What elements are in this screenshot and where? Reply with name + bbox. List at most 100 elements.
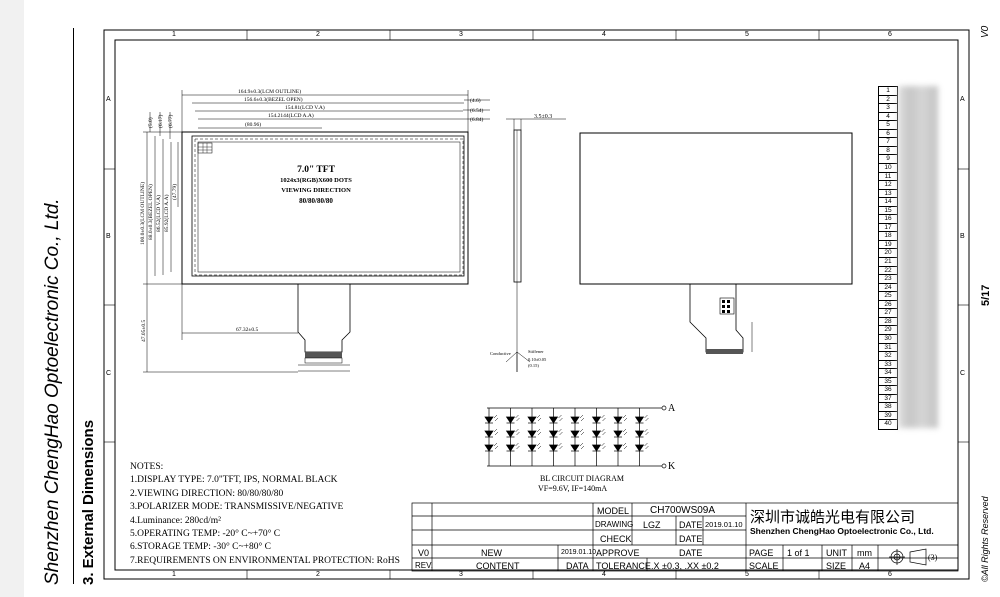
note-3: 3.POLARIZER MODE: TRANSMISSIVE/NEGATIVE [130,502,344,513]
resolution: 1024x3(RGB)X600 DOTS [280,177,352,184]
led-diode-icon [505,416,516,424]
left-separator [73,28,74,584]
drawing-date: 2019.01.10 [705,520,743,529]
pin-number: 18 [878,231,898,241]
dim-center-height: (47.79) [171,184,178,200]
company-name-en: Shenzhen ChengHao Optoelectronic Co., Lt… [750,526,934,536]
pin-number: 7 [878,137,898,147]
display-size: 7.0" TFT [297,165,335,175]
pin-number: 40 [878,419,898,430]
model-label: MODEL [597,506,630,516]
model-value: CH700WS09A [650,505,716,516]
dim-right-2: (6.54) [470,107,483,114]
viewing-direction-value: 80/80/80/80 [299,197,333,205]
grid-ticks [104,30,969,579]
rev-label: REV. [415,561,433,570]
page-value: 1 of 1 [787,548,810,558]
svg-text:Conductive: Conductive [490,351,511,356]
pin-number: 29 [878,325,898,335]
svg-text:(6.17): (6.17) [157,115,164,128]
col-label-6: 6 [888,31,892,38]
led-diode-icon [570,430,580,438]
pin-number: 22 [878,265,898,276]
pin-number: 21 [878,257,898,267]
left-margin [0,0,24,597]
pin-number: 12 [878,180,898,190]
pin-number: 30 [878,333,898,344]
led-diode-icon [527,416,537,424]
dim-bezel-open-width: 156.6±0.3(BEZEL OPEN) [244,96,303,103]
pixel-marker [197,142,213,154]
note-5: 5.OPERATING TEMP: -20° C~+70° C [130,529,281,540]
pin-number: 32 [878,351,898,361]
pin-number: 33 [878,359,898,370]
circuit-spec: VF=9.6V, IF=140mA [538,484,607,493]
fpc-contacts [305,352,342,358]
led-diode-icon [613,444,623,452]
cathode-label: K [668,461,676,472]
drawing-value: LGZ [643,520,661,530]
lcm-outline [181,131,469,285]
pin-number: 1 [878,86,898,96]
thickness-dim: 3.5±0.3 [534,114,552,120]
led-diode-icon [570,444,580,452]
pin-number: 9 [878,154,898,164]
pin-number: 20 [878,248,898,258]
dim-lcd-aa-width: 154.2144(LCD A.A) [268,112,314,119]
note-2: 2.VIEWING DIRECTION: 80/80/80/80 [130,488,284,499]
bl-circuit [484,405,667,469]
led-diode-icon [505,430,516,438]
dim-right-3: (6.84) [470,116,483,123]
note-4: 4.Luminance: 280cd/m² [130,515,221,526]
side-view: 3.5±0.3 Conductive Stiffener 0.10±0.05 (… [490,114,566,372]
note-7: 7.REQUIREMENTS ON ENVIRONMENTAL PROTECTI… [130,555,400,566]
dim-lcm-outline-height: 100.0±0.3(LCM OUTLINE) [139,182,146,245]
col-label-5: 5 [745,31,749,38]
led-diode-icon [634,430,645,438]
led-diode-icon [591,416,602,424]
led-diode-icon [484,416,494,424]
row-label-c: C [106,370,112,377]
title-block-frame [411,502,959,572]
led-diode-icon [527,430,537,438]
pin-number: 26 [878,299,898,310]
pin-number: 31 [878,342,898,352]
led-diode-icon [548,430,559,438]
led-diode-icon [484,430,494,438]
led-diode-icon [484,444,494,452]
pin-number: 2 [878,94,898,105]
note-1: 1.DISPLAY TYPE: 7.0"TFT, IPS, NORMAL BLA… [130,475,338,486]
pin-number: 36 [878,385,898,395]
led-diode-icon [548,444,559,452]
dim-lcd-aa-height: 85.92(LCD A.A) [163,194,170,232]
rev-v0: V0 [418,548,430,558]
pin-number: 16 [878,214,898,224]
notes-heading: NOTES: [130,462,164,472]
rev-date: 2019.01.10 [561,549,597,556]
row-label-a: A [106,96,111,103]
led-diode-icon [527,444,537,452]
drawing-label: DRAWING [595,520,634,529]
dim-lcd-va-height: 86.52(LCD V.A) [155,195,162,232]
led-diode-icon [634,444,645,452]
led-diode-icon [591,430,602,438]
approve-label: APPROVE [596,548,640,558]
scale-label: SCALE [749,561,779,571]
pin-number: 34 [878,368,898,378]
led-diode-icon [505,444,516,452]
projection-symbol-icon [889,548,927,566]
pin-definitions-blurred [898,86,938,428]
pin-number: 8 [878,145,898,156]
pin-number: 11 [878,171,898,181]
pin-number: 6 [878,128,898,139]
tolerance-value: .X ±0.3, .XX ±0.2 [651,561,719,571]
rev-new: NEW [481,548,502,558]
company-name-cn: 深圳市诚皓光电有限公司 [750,509,916,526]
pin-number: 19 [878,239,898,250]
pin-number: 3 [878,103,898,113]
date-label-3: DATE [679,548,703,558]
dim-total-height: 47.05±0.5 [141,319,147,342]
svg-text:(6.77): (6.77) [167,115,174,128]
led-diode-icon [613,416,623,424]
